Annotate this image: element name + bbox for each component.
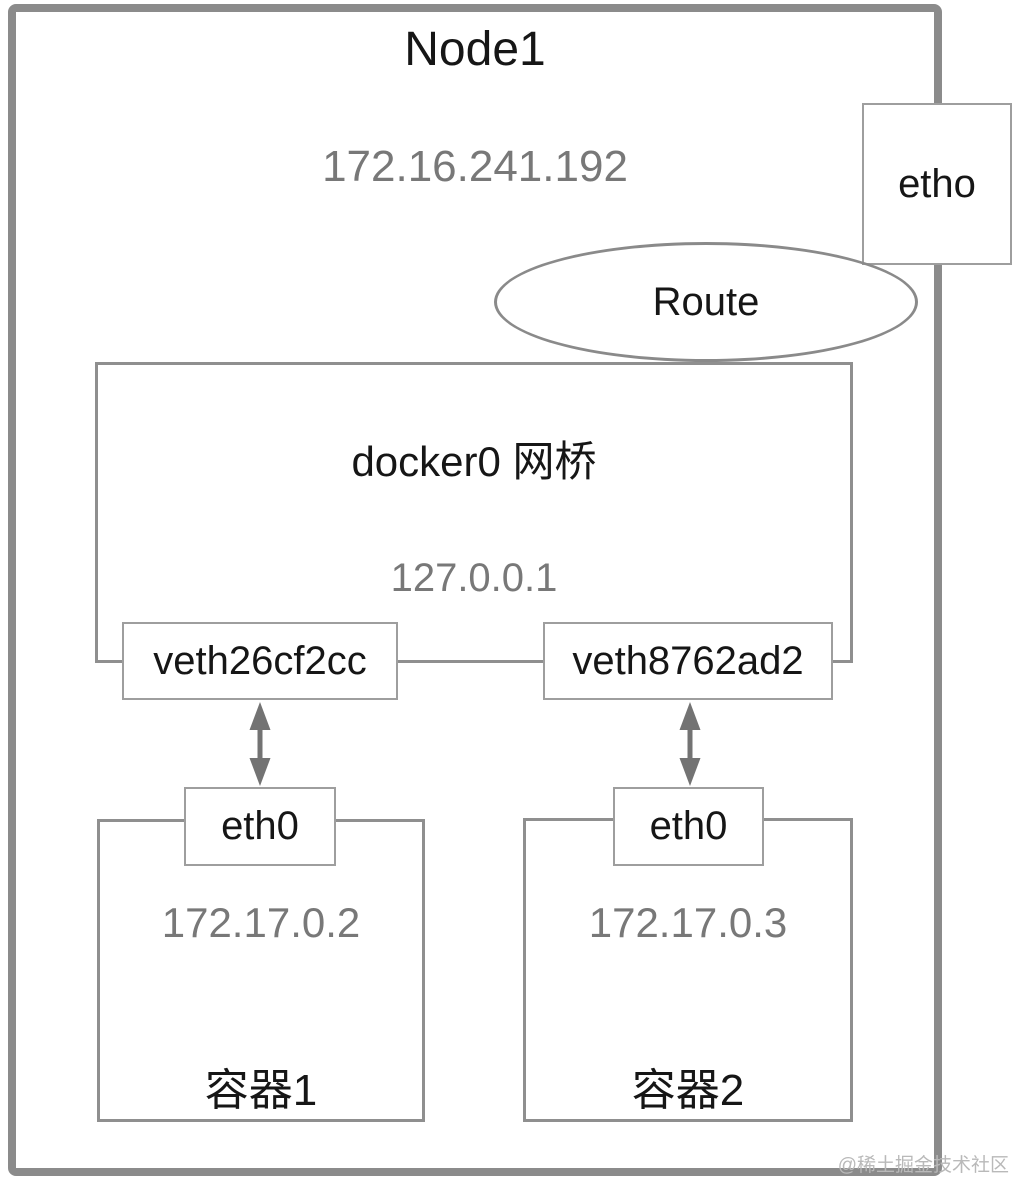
watermark: @稀土掘金技术社区: [837, 1155, 1009, 1176]
node-ip: 172.16.241.192: [322, 142, 628, 191]
container2-label: 容器2: [631, 1066, 745, 1115]
container1-eth0-label: eth0: [221, 804, 299, 848]
node1-box: [8, 4, 942, 1176]
container2-eth0-label: eth0: [649, 804, 728, 848]
docker0-bridge-ip: 127.0.0.1: [390, 556, 558, 600]
container1-label: 容器1: [204, 1066, 318, 1115]
veth1-label: veth26cf2cc: [153, 638, 367, 683]
node-interface-box: etho: [862, 103, 1012, 265]
docker0-bridge-box: [95, 362, 853, 663]
route-label: Route: [652, 279, 760, 324]
veth2-box: veth8762ad2: [543, 622, 833, 700]
node-title: Node1: [404, 23, 546, 76]
bidirectional-arrow-icon: [249, 702, 271, 786]
veth1-box: veth26cf2cc: [122, 622, 398, 700]
route-ellipse: Route: [494, 242, 918, 362]
veth2-label: veth8762ad2: [572, 638, 804, 683]
node-interface-label: etho: [898, 161, 976, 206]
bidirectional-arrow-icon: [679, 702, 701, 786]
docker0-bridge-label: docker0 网桥: [351, 438, 597, 485]
container2-ip: 172.17.0.3: [588, 899, 788, 946]
container1-eth0-box: eth0: [184, 787, 336, 866]
container2-eth0-box: eth0: [613, 787, 764, 866]
container1-ip: 172.17.0.2: [161, 899, 361, 946]
